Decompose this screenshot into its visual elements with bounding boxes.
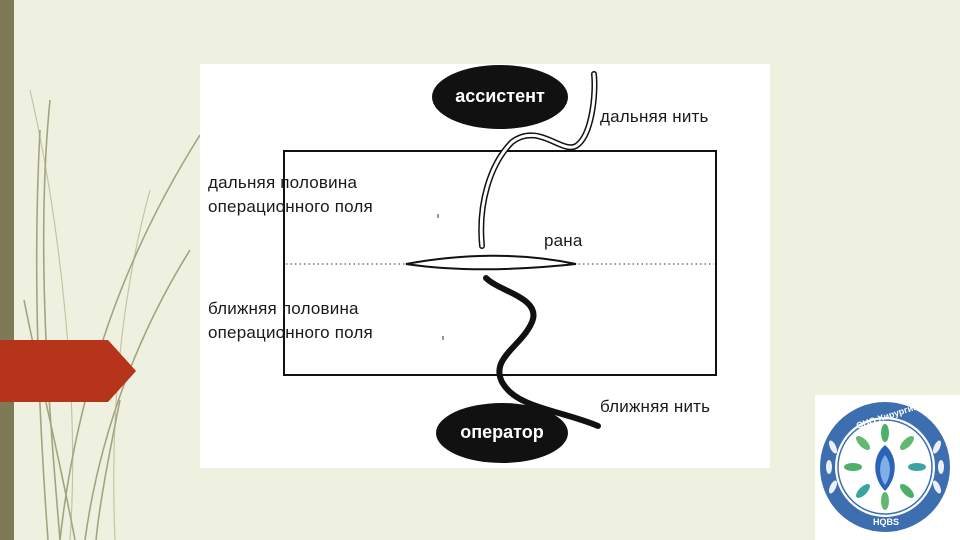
near-half-label-line2: операционного поля xyxy=(208,322,373,343)
far-half-label-line2: операционного поля xyxy=(208,196,373,217)
logo-bottom-text: HQBS xyxy=(873,517,899,527)
red-arrow-shape xyxy=(0,0,140,410)
operator-label: оператор xyxy=(436,422,568,443)
wound-shape xyxy=(406,256,576,270)
assistant-label: ассистент xyxy=(432,86,568,107)
wound-label: рана xyxy=(544,230,583,251)
near-half-label-line1: ближняя половина xyxy=(208,298,359,319)
club-logo: СНО Хирургии HQBS xyxy=(815,395,960,540)
far-half-label-line1: дальняя половина xyxy=(208,172,357,193)
near-thread-label: ближняя нить xyxy=(600,396,710,417)
suture-diagram: ассистент оператор дальняя нить ближняя … xyxy=(200,64,770,468)
far-thread-label: дальняя нить xyxy=(600,106,709,127)
